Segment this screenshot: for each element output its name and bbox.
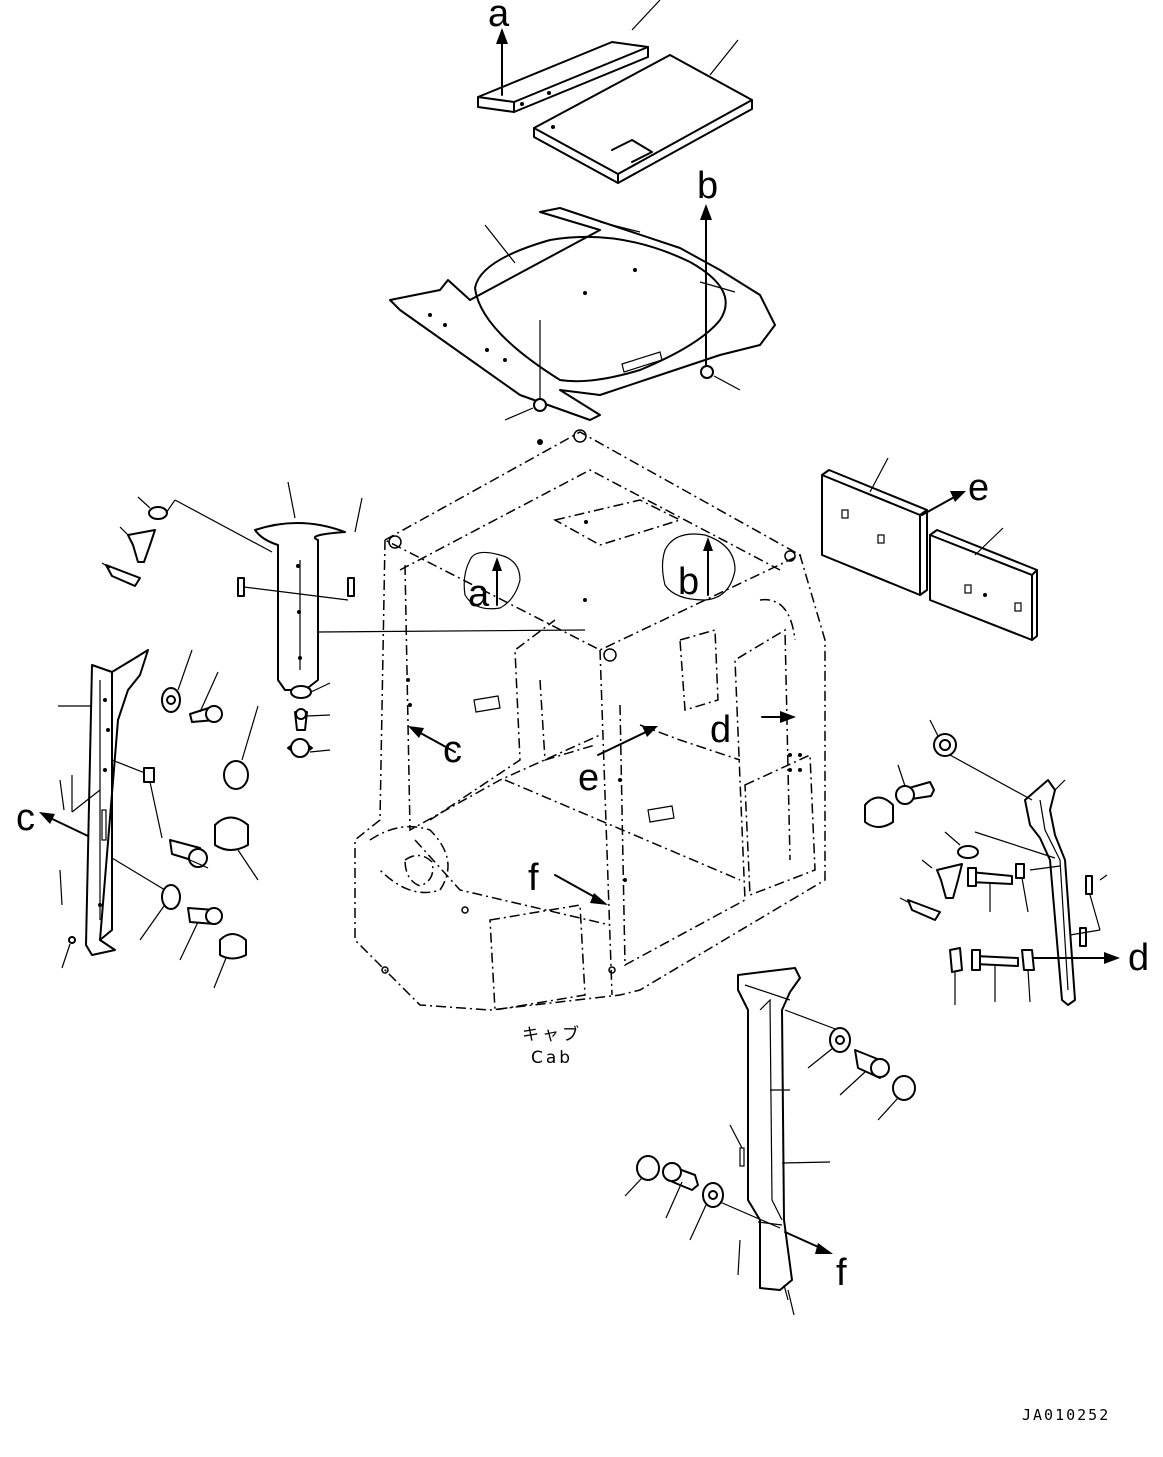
cab-frame bbox=[354, 429, 826, 1011]
nut-right bbox=[700, 365, 741, 391]
cab-label-en: Cab bbox=[531, 1048, 573, 1068]
arrow-c-cab: c bbox=[408, 726, 462, 771]
roof-panel-left bbox=[477, 0, 661, 113]
callout-a-circle: a bbox=[463, 551, 521, 615]
cab-caption: キャブ Cab bbox=[522, 1024, 582, 1068]
arrow-f-lower: f bbox=[784, 1231, 847, 1294]
cab-label-jp: キャブ bbox=[522, 1024, 582, 1045]
arrow-a-top: a bbox=[488, 0, 510, 96]
rear-pillar-cover bbox=[237, 481, 586, 691]
roof-panel-right bbox=[533, 39, 753, 184]
arrow-d-right: d bbox=[1029, 937, 1149, 979]
arrow-f-cab: f bbox=[528, 857, 608, 905]
arrow-b-top: b bbox=[697, 165, 718, 366]
left-pillar-cover bbox=[58, 649, 166, 969]
label-d-right: d bbox=[1128, 937, 1149, 979]
label-b: b bbox=[697, 165, 718, 207]
side-panel-e1 bbox=[821, 457, 928, 596]
label-a: a bbox=[488, 0, 510, 35]
lower-pillar-fasteners bbox=[624, 1027, 916, 1241]
arrow-e-right: e bbox=[921, 467, 989, 516]
roof-liner bbox=[389, 207, 776, 421]
label-f-cab: f bbox=[528, 857, 539, 899]
arrow-c-left: c bbox=[16, 797, 89, 839]
arrow-d-cab: d bbox=[710, 709, 796, 751]
arrow-e-cab: e bbox=[578, 726, 658, 799]
side-panel-e2 bbox=[929, 527, 1038, 641]
drawing-code: JA010252 bbox=[1022, 1406, 1110, 1424]
label-f-lower: f bbox=[836, 1252, 847, 1294]
lower-pillar-cover bbox=[729, 967, 839, 1316]
label-c-cab: c bbox=[443, 729, 462, 771]
nut-left bbox=[504, 320, 547, 421]
rear-pillar-fasteners bbox=[101, 496, 331, 758]
callout-b-circle: b bbox=[661, 533, 736, 603]
label-b-cab: b bbox=[678, 561, 699, 603]
right-pillar-cover bbox=[949, 754, 1108, 1006]
label-e-right: e bbox=[968, 467, 989, 509]
label-a-cab: a bbox=[468, 573, 490, 615]
label-e-cab: e bbox=[578, 757, 599, 799]
left-pillar-fasteners bbox=[139, 649, 259, 989]
label-c-left: c bbox=[16, 797, 35, 839]
label-d-cab: d bbox=[710, 709, 731, 751]
right-pillar-fasteners bbox=[864, 719, 1035, 1005]
